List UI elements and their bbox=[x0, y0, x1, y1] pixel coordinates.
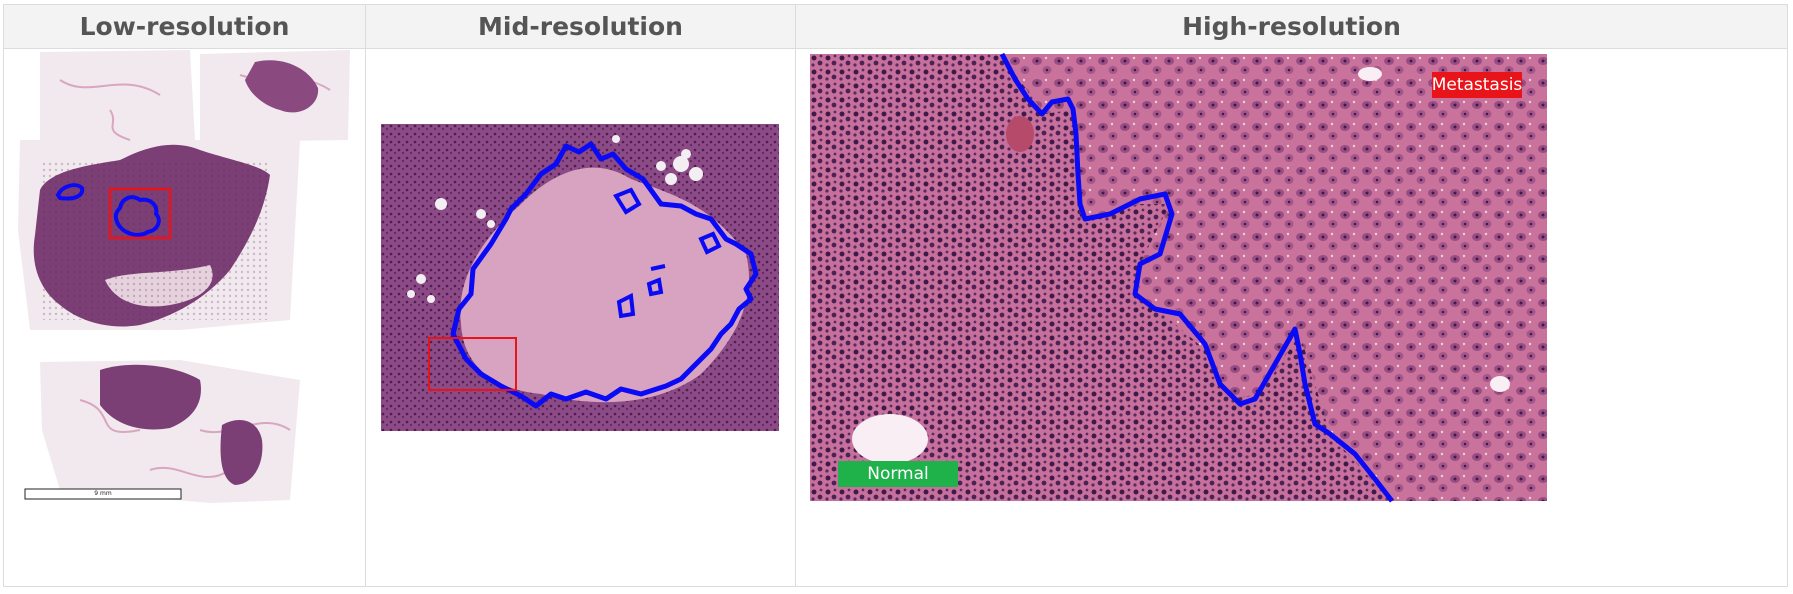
column-header-high: High-resolution bbox=[796, 5, 1787, 49]
tumor-boundary bbox=[698, 231, 722, 255]
normal-label: Normal bbox=[838, 461, 958, 487]
figure-frame: Low-resolution Mid-resolution High-resol… bbox=[3, 4, 1788, 587]
tumor-boundary bbox=[113, 195, 161, 237]
column-header-low: Low-resolution bbox=[4, 5, 365, 49]
metastasis-region bbox=[1000, 54, 1547, 501]
tumor-boundary bbox=[55, 183, 85, 201]
column-divider bbox=[365, 5, 366, 586]
tumor-boundary bbox=[646, 277, 664, 297]
tumor-boundary bbox=[613, 187, 642, 215]
lumen-space bbox=[1490, 376, 1510, 392]
metastasis-label: Metastasis bbox=[1432, 72, 1522, 98]
roi-box bbox=[108, 187, 172, 240]
roi-box bbox=[428, 337, 517, 391]
mid-resolution-image bbox=[381, 124, 779, 431]
fat-droplets bbox=[407, 135, 703, 303]
column-title-low: Low-resolution bbox=[79, 12, 290, 41]
tumor-boundary bbox=[650, 264, 666, 271]
lumen-space bbox=[1006, 116, 1034, 152]
column-title-high: High-resolution bbox=[1182, 12, 1401, 41]
lumen-space bbox=[1358, 67, 1382, 81]
tissue-region bbox=[40, 50, 195, 150]
high-resolution-image bbox=[810, 52, 1547, 503]
column-header-mid: Mid-resolution bbox=[366, 5, 795, 49]
tumor-region bbox=[460, 167, 749, 403]
lymph-node-tissue bbox=[100, 364, 201, 430]
column-title-mid: Mid-resolution bbox=[478, 12, 683, 41]
scale-bar bbox=[24, 488, 182, 500]
tumor-boundary bbox=[999, 52, 1394, 503]
lumen-space bbox=[852, 414, 928, 464]
scale-bar-label: 9 mm bbox=[94, 490, 112, 497]
lymph-node-tissue bbox=[220, 420, 263, 485]
column-divider bbox=[795, 5, 796, 586]
tumor-boundary bbox=[616, 292, 636, 319]
lymph-node-tissue bbox=[245, 60, 319, 113]
tumor-boundary bbox=[450, 141, 759, 409]
low-resolution-slide bbox=[18, 50, 350, 503]
